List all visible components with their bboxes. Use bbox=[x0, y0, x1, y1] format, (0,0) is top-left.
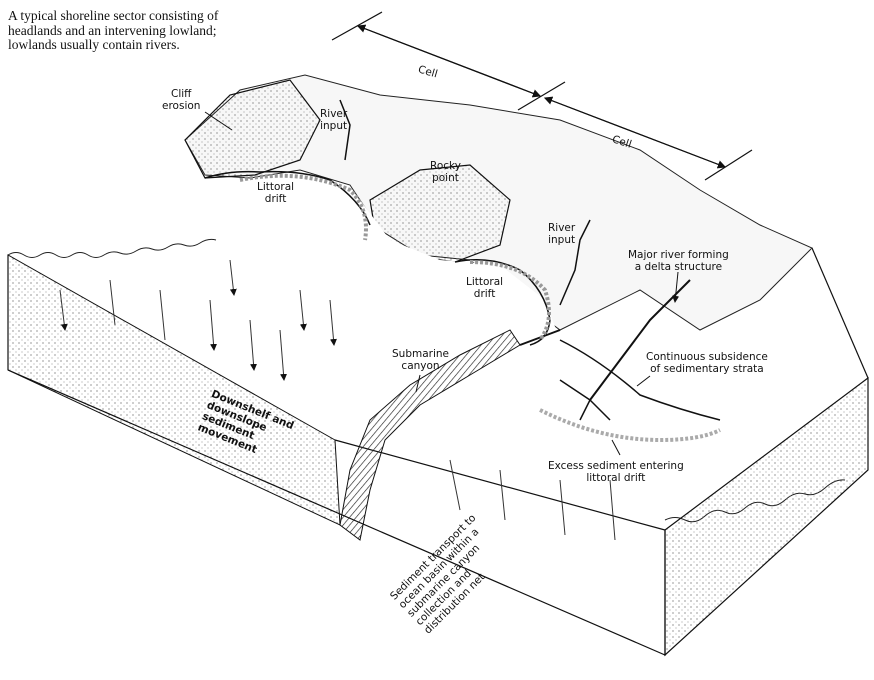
caption-line-2: headlands and an intervening lowland; bbox=[8, 24, 298, 39]
figure-caption: A typical shoreline sector consisting of… bbox=[8, 9, 298, 53]
caption-line-3: lowlands usually contain rivers. bbox=[8, 38, 298, 53]
caption-line-1: A typical shoreline sector consisting of bbox=[8, 9, 298, 24]
